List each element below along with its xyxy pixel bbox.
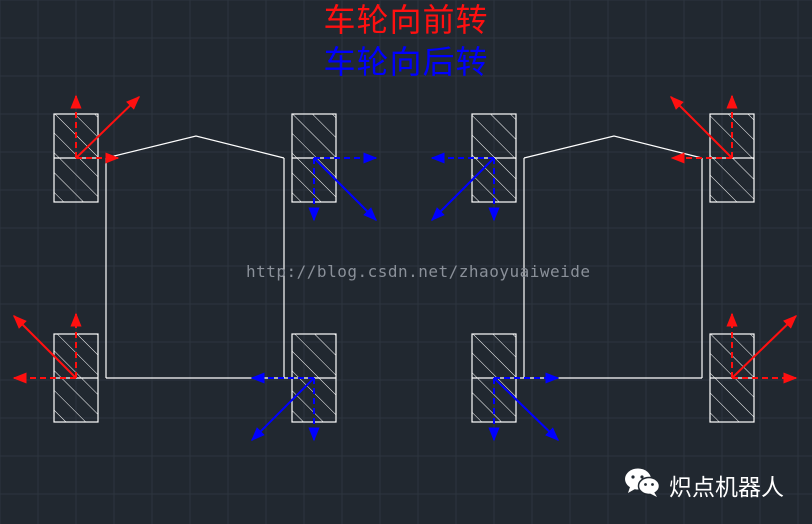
- brand-badge: 炽点机器人: [623, 466, 784, 504]
- forward-arrow: [670, 96, 733, 159]
- backward-arrow: [313, 157, 377, 221]
- brand-name: 炽点机器人: [669, 475, 784, 501]
- backward-force-arrows: [250, 152, 560, 442]
- title-forward: 车轮向前转: [323, 1, 489, 39]
- forward-arrow: [731, 315, 798, 379]
- forward-arrow: [75, 96, 141, 159]
- backward-arrow: [251, 377, 315, 441]
- backward-arrow: [493, 377, 560, 441]
- title-backward: 车轮向后转: [323, 43, 489, 81]
- wechat-icon: [623, 466, 661, 504]
- left-robot-frame: [105, 135, 292, 379]
- backward-arrow: [431, 157, 495, 221]
- watermark-url: http://blog.csdn.net/zhaoyuaiweide: [246, 262, 591, 281]
- forward-force-arrows: [12, 94, 798, 384]
- forward-arrow: [13, 315, 77, 379]
